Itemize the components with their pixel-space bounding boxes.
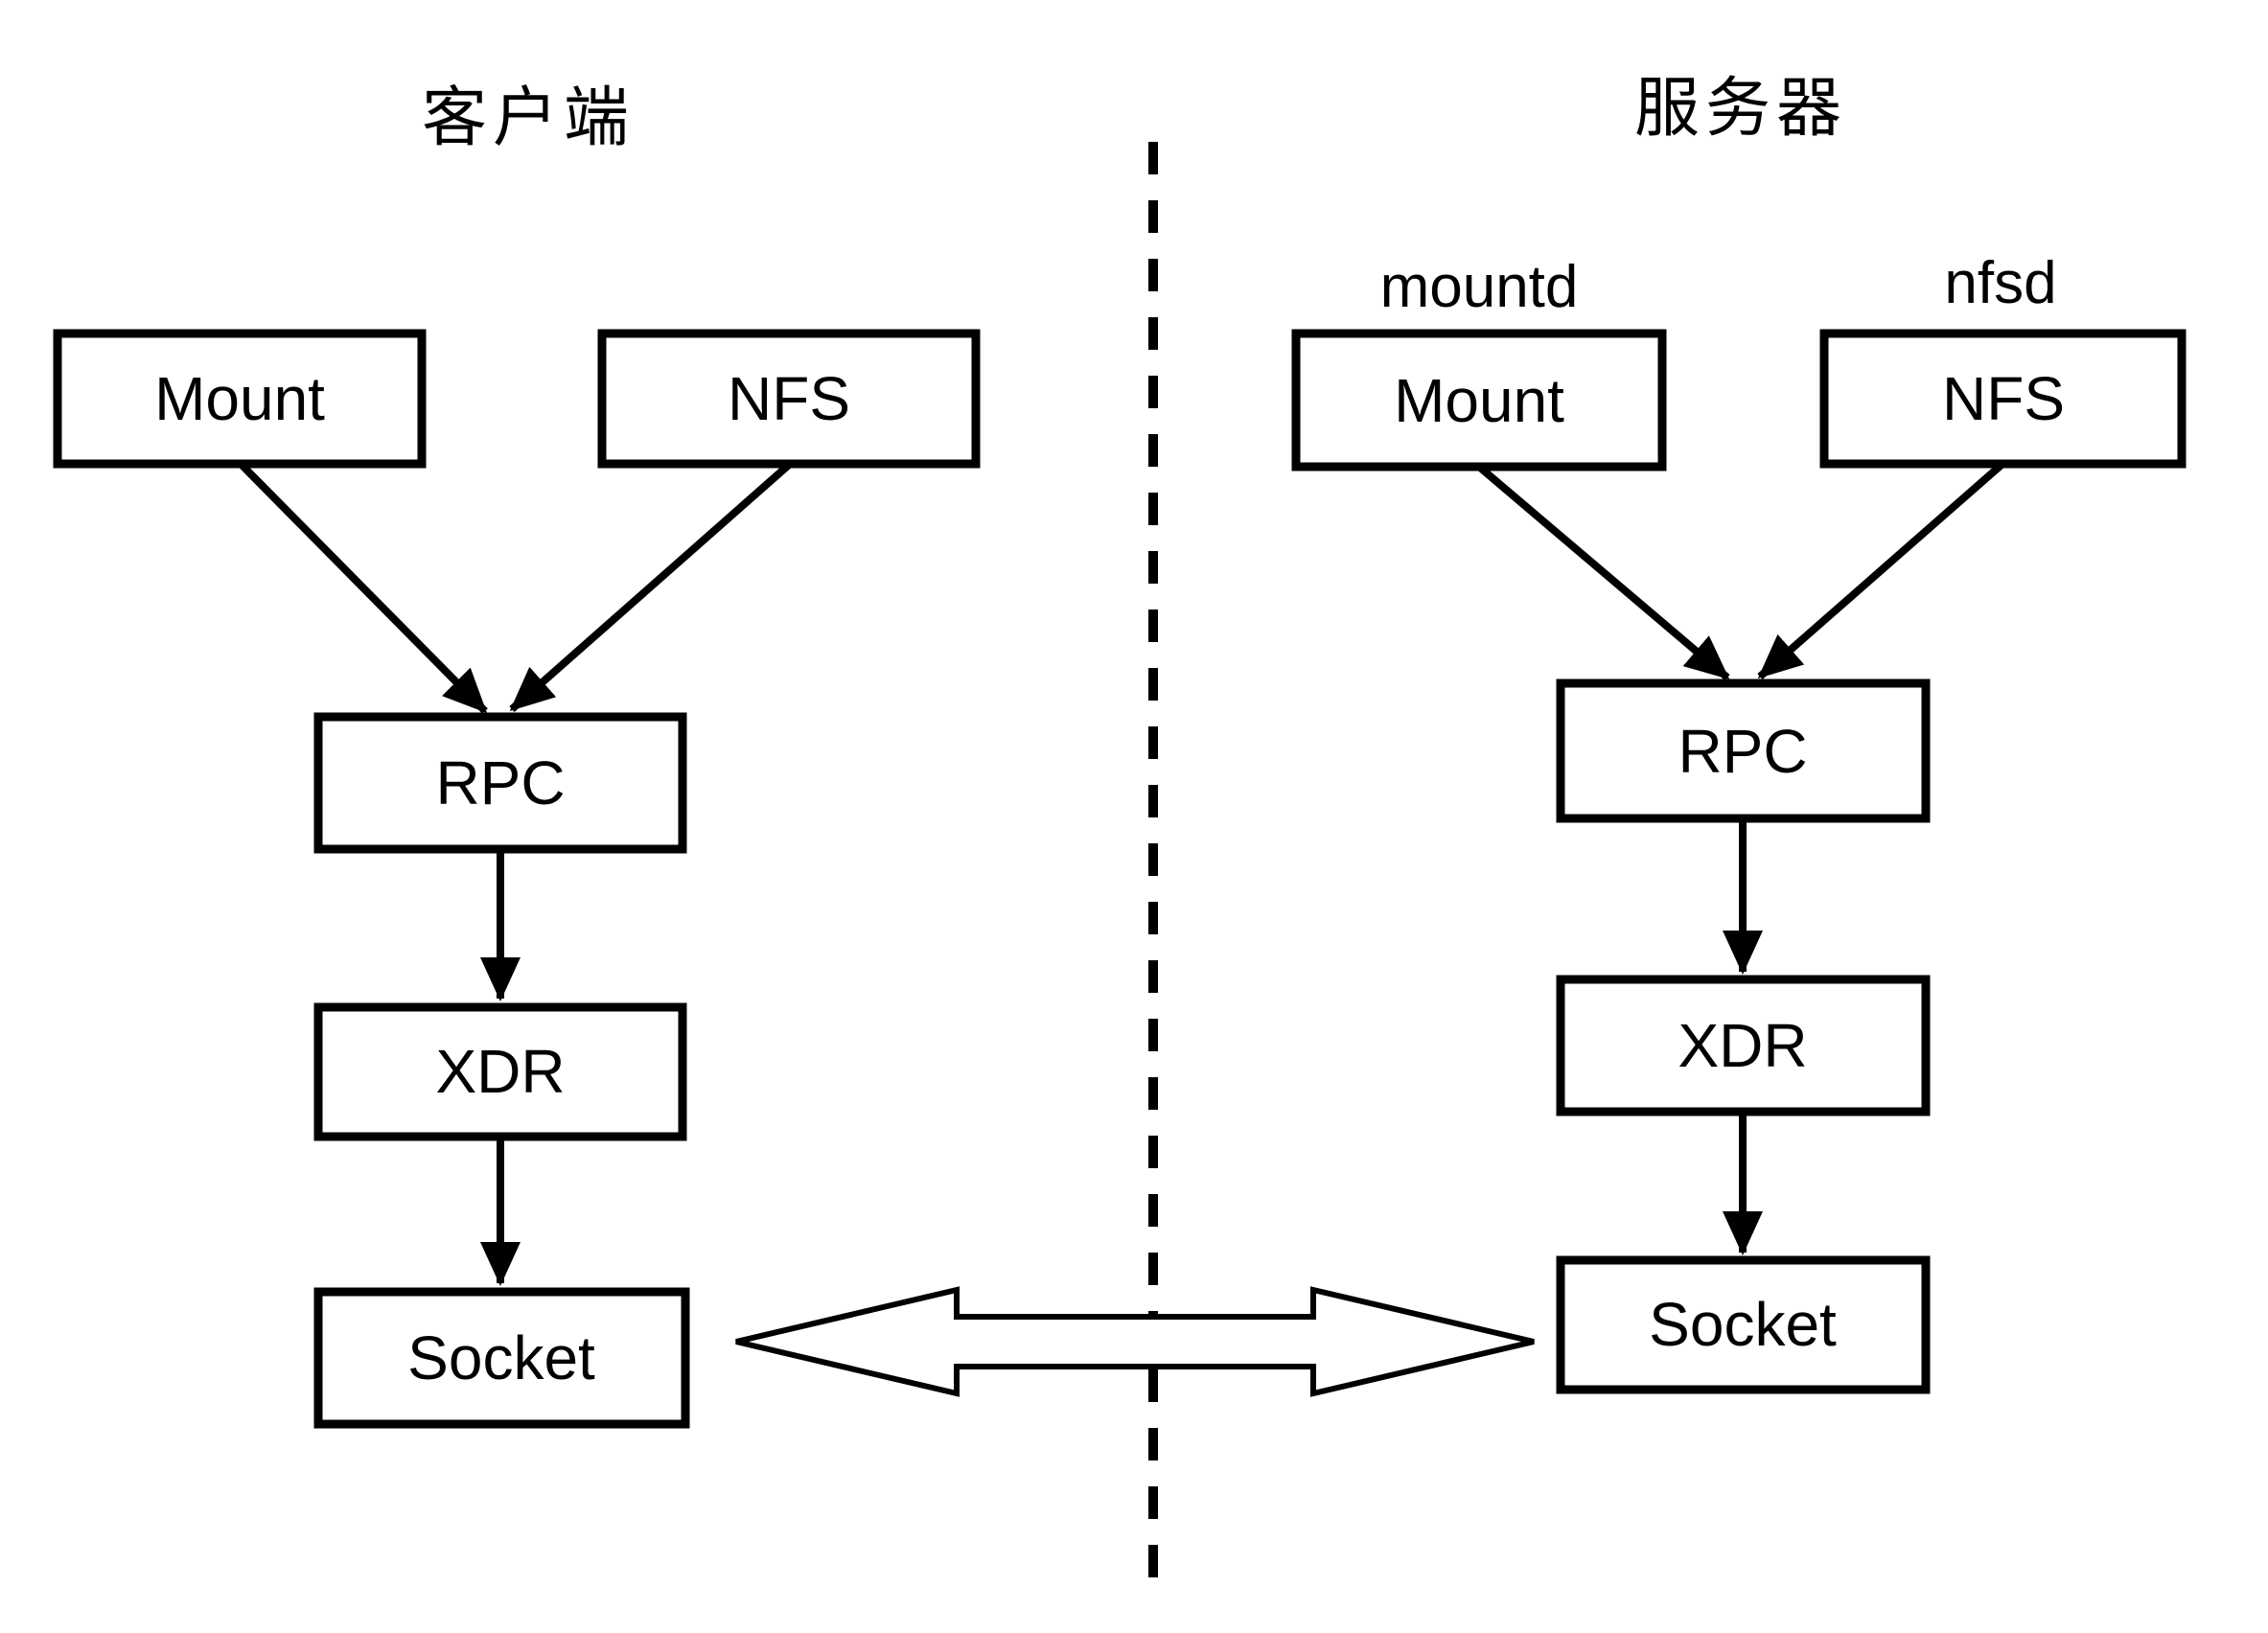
server-xdr-label: XDR bbox=[1678, 1011, 1807, 1080]
server-node-nfs: NFS bbox=[1819, 329, 2187, 469]
client-nfs-to-rpc-arrow bbox=[509, 462, 792, 712]
client-node-mount: Mount bbox=[53, 329, 427, 469]
server-node-mount: Mount bbox=[1291, 329, 1667, 472]
server-node-xdr: XDR bbox=[1556, 975, 1931, 1116]
client-nfs-label: NFS bbox=[728, 364, 850, 433]
server-mount-to-rpc-arrow bbox=[1476, 463, 1730, 681]
client-mount-to-rpc-arrow bbox=[240, 463, 488, 714]
client-node-xdr: XDR bbox=[313, 1002, 687, 1141]
server-socket-label: Socket bbox=[1649, 1290, 1837, 1359]
client-xdr-label: XDR bbox=[435, 1037, 565, 1106]
server-rpc-label: RPC bbox=[1678, 717, 1807, 786]
client-title: 客户端 bbox=[422, 81, 635, 154]
server-mountd-label: mountd bbox=[1380, 254, 1579, 320]
client-rpc-label: RPC bbox=[435, 748, 565, 817]
socket-bidirectional-arrow bbox=[735, 1286, 1535, 1397]
client-node-nfs: NFS bbox=[597, 329, 981, 469]
server-title: 服务器 bbox=[1634, 72, 1847, 145]
server-mount-label: Mount bbox=[1394, 366, 1564, 435]
client-socket-label: Socket bbox=[407, 1323, 595, 1392]
server-nfsd-label: nfsd bbox=[1944, 250, 2056, 316]
server-nfs-to-rpc-arrow bbox=[1757, 461, 2004, 680]
client-node-rpc: RPC bbox=[313, 712, 687, 854]
client-node-socket: Socket bbox=[313, 1287, 690, 1429]
server-node-rpc: RPC bbox=[1556, 678, 1931, 823]
server-node-socket: Socket bbox=[1556, 1255, 1931, 1394]
server-nfs-label: NFS bbox=[1942, 364, 2065, 433]
client-mount-label: Mount bbox=[154, 364, 325, 433]
